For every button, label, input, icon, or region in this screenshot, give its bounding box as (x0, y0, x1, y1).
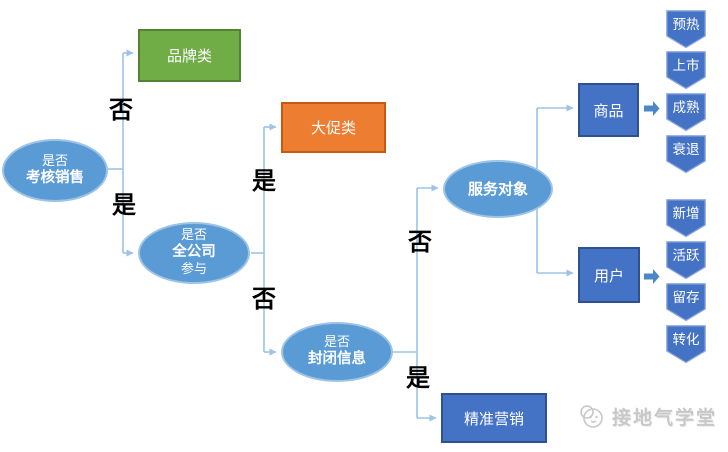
branch-label-sales-no: 否 (109, 96, 133, 124)
result-product: 商品 (578, 83, 639, 137)
decision-assess-sales: 是否 考核销售 (2, 139, 108, 202)
decision-service-target-label: 服务对象 (467, 179, 528, 198)
decision-closed-info: 是否 封闭信息 (281, 322, 393, 382)
svg-text:成熟: 成熟 (673, 100, 701, 116)
branch-label-sales-yes: 是 (112, 191, 136, 219)
svg-text:上市: 上市 (673, 57, 700, 74)
chevron-user-stage-3: 留存 (666, 283, 706, 322)
svg-text:活跃: 活跃 (673, 248, 701, 264)
decision-closed-info-line2: 封闭信息 (308, 351, 366, 368)
watermark-text: 接地气学堂 (612, 406, 718, 429)
branch-label-closed-yes: 是 (406, 364, 430, 392)
branch-label-company-yes: 是 (252, 167, 276, 195)
block-arrow-product-icon (644, 101, 660, 116)
chevron-product-stage-3: 成熟 (666, 93, 706, 132)
chevron-user-stage-4: 转化 (666, 325, 706, 364)
svg-text:新增: 新增 (673, 206, 700, 222)
watermark: 接地气学堂 (576, 401, 717, 431)
chevron-product-stage-1: 预热 (666, 10, 706, 49)
svg-text:转化: 转化 (673, 332, 700, 348)
result-precision-marketing: 精准营销 (441, 393, 547, 443)
decision-whole-company: 是否 全公司 参与 (138, 222, 250, 284)
result-brand-category: 品牌类 (138, 29, 241, 82)
decision-whole-company-line1: 是否 (180, 228, 207, 244)
branch-label-closed-no: 否 (408, 228, 432, 256)
block-arrow-user-icon (644, 269, 660, 284)
svg-text:预热: 预热 (673, 17, 701, 33)
result-promo-category: 大促类 (281, 102, 386, 153)
decision-whole-company-line3: 参与 (180, 261, 207, 277)
chevron-user-stage-2: 活跃 (666, 241, 706, 280)
result-user: 用户 (578, 247, 640, 303)
svg-text:衰退: 衰退 (673, 141, 701, 158)
mascot-icon (580, 405, 603, 428)
chevron-product-stage-4: 衰退 (666, 135, 706, 174)
chevron-user-stage-1: 新增 (666, 199, 706, 238)
decision-whole-company-line2: 全公司 (172, 244, 216, 261)
decision-assess-sales-line2: 考核销售 (26, 169, 84, 186)
decision-assess-sales-line1: 是否 (41, 153, 68, 169)
chevron-product-stage-2: 上市 (666, 51, 706, 90)
decision-service-target: 服务对象 (443, 160, 553, 218)
svg-text:留存: 留存 (673, 290, 700, 306)
decision-closed-info-line1: 是否 (323, 335, 350, 351)
branch-label-company-no: 否 (252, 285, 276, 313)
